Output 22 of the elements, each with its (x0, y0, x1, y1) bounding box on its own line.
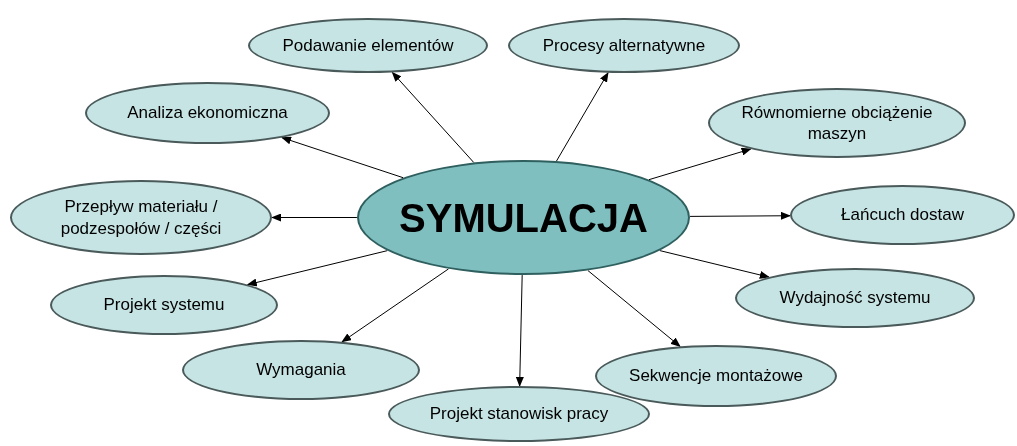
arrow (689, 211, 791, 220)
topic-label: Przepływ materiału / podzespołów / części (59, 196, 223, 239)
arrow (659, 250, 770, 279)
topic-label: Łańcuch dostaw (841, 204, 964, 226)
topic-label: Sekwencje montażowe (629, 365, 803, 387)
topic-label: Podawanie elementów (282, 34, 454, 57)
arrow (515, 274, 524, 387)
topic-label: Wydajność systemu (779, 287, 931, 309)
central-title: SYMULACJA (399, 194, 648, 242)
topic-label: Projekt systemu (103, 294, 225, 316)
topic-label: Projekt stanowisk pracy (429, 403, 609, 425)
topic-label: Procesy alternatywne (542, 34, 706, 57)
topic-label: Równomierne obciążenie maszyn (740, 101, 934, 145)
arrow (648, 147, 752, 181)
topic-label: Wymagania (256, 359, 346, 381)
arrow (341, 268, 449, 343)
arrow (271, 213, 358, 222)
arrow (246, 250, 388, 287)
arrow (555, 71, 609, 162)
arrow (587, 270, 681, 347)
topic-label: Analiza ekonomiczna (127, 102, 288, 124)
arrow (281, 136, 404, 179)
